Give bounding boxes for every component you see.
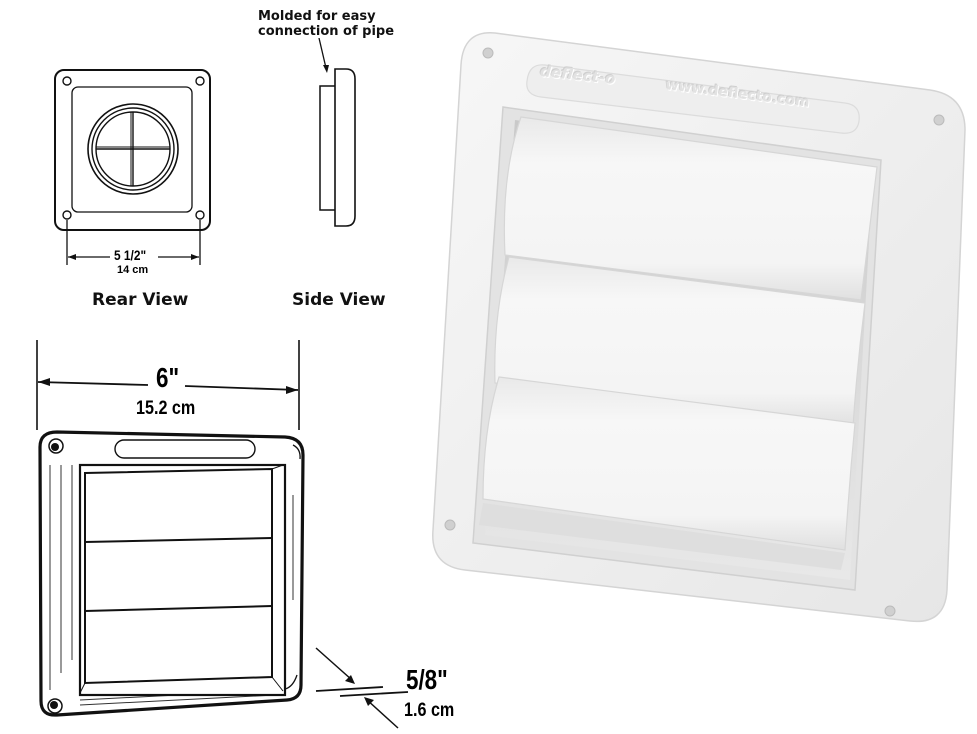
rear-view-outline-icon: [54, 69, 211, 265]
width-dimension-arrows-icon: [36, 340, 300, 430]
vent-front-outline-icon: [38, 430, 305, 717]
depth-dimension-arrows-icon: [315, 647, 409, 729]
depth-dimension-imperial: 5/8": [406, 664, 448, 695]
rear-view-label: Rear View: [92, 290, 189, 310]
callout-line-1: Molded for easy: [258, 9, 376, 24]
side-view-drawing: [310, 37, 370, 233]
callout-line-2: connection of pipe: [258, 24, 395, 39]
depth-dimension: [300, 640, 410, 730]
vent-hood-photo-icon: [432, 32, 966, 623]
front-line-drawing: [35, 425, 315, 725]
side-view-label: Side View: [292, 290, 386, 310]
width-dimension-imperial: 6": [156, 362, 180, 393]
side-view-callout: Molded for easy connection of pipe: [258, 9, 394, 39]
depth-dimension-metric: 1.6 cm: [404, 700, 455, 721]
front-width-dimension: [30, 335, 310, 430]
rear-view-drawing: [50, 65, 220, 265]
rear-view-dimension-imperial: 5 1/2": [114, 247, 147, 263]
product-photo: [425, 25, 977, 640]
rear-view-dimension-metric: 14 cm: [117, 264, 149, 276]
side-view-outline-icon: [318, 37, 356, 227]
width-dimension-metric: 15.2 cm: [136, 398, 196, 419]
